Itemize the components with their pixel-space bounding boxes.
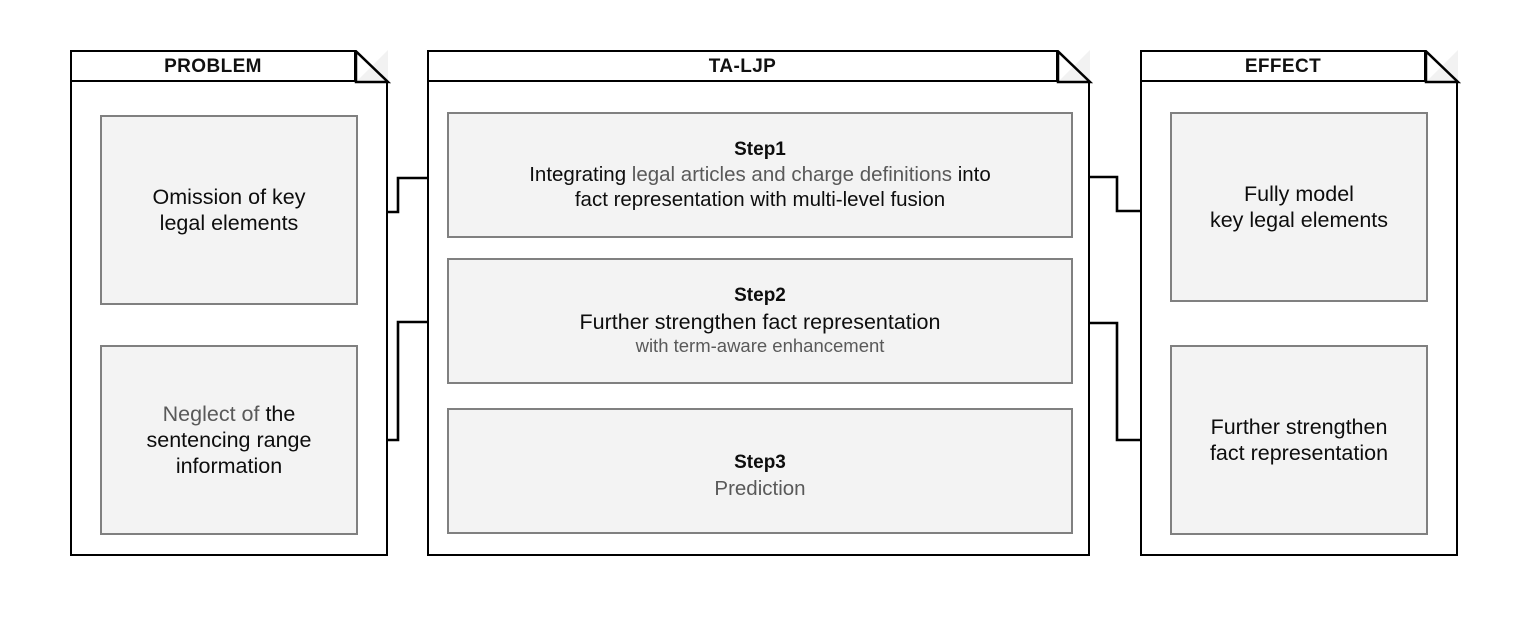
panel-taljp-header: TA-LJP [427, 50, 1058, 82]
panel-taljp-title: TA-LJP [708, 55, 777, 77]
taljp-box-step3-line-1: Prediction [714, 476, 806, 500]
problem-box-neglect-line-1: Neglect of the [162, 401, 296, 426]
effect-box-further-strengthen-line-1: Further strengthen [1210, 414, 1388, 439]
panel-effect-title: EFFECT [1244, 55, 1322, 77]
problem-box-neglect-line-3: information [175, 454, 283, 479]
taljp-box-step2[interactable]: Step2 Further strengthen fact representa… [447, 258, 1073, 384]
panel-taljp: TA-LJP Step1 Integrating legal articles … [427, 50, 1094, 556]
taljp-box-step2-line-2: with term-aware enhancement [635, 335, 885, 357]
effect-box-further-strengthen-line-2: fact representation [1209, 441, 1389, 465]
problem-box-omission-line-1: Omission of key [152, 184, 306, 209]
taljp-box-step3-heading: Step3 [734, 452, 786, 474]
page-fold-icon [1426, 50, 1458, 82]
effect-box-further-strengthen[interactable]: Further strengthen fact representation [1170, 345, 1428, 535]
taljp-box-step1[interactable]: Step1 Integrating legal articles and cha… [447, 112, 1073, 238]
taljp-box-step3[interactable]: Step3 Prediction [447, 408, 1073, 534]
panel-problem-header: PROBLEM [70, 50, 356, 82]
page-fold-icon [356, 50, 388, 82]
problem-box-neglect-line-2: sentencing range [146, 427, 312, 452]
problem-box-omission-line-2: legal elements [159, 211, 299, 235]
panel-effect: EFFECT Fully model key legal elements Fu… [1140, 50, 1462, 556]
page-fold-icon [1058, 50, 1090, 82]
problem-box-omission[interactable]: Omission of key legal elements [100, 115, 358, 305]
effect-box-fully-model[interactable]: Fully model key legal elements [1170, 112, 1428, 302]
effect-box-fully-model-line-1: Fully model [1244, 181, 1354, 206]
panel-problem-title: PROBLEM [164, 55, 262, 77]
panel-effect-header: EFFECT [1140, 50, 1426, 82]
taljp-box-step2-line-1: Further strengthen fact representation [579, 309, 941, 334]
taljp-box-step2-heading: Step2 [734, 285, 786, 307]
effect-box-fully-model-line-2: key legal elements [1209, 208, 1389, 232]
problem-box-neglect[interactable]: Neglect of the sentencing range informat… [100, 345, 358, 535]
panel-problem: PROBLEM Omission of key legal elements N… [70, 50, 392, 556]
taljp-box-step1-line-1: Integrating legal articles and charge de… [529, 163, 991, 187]
taljp-box-step1-heading: Step1 [734, 138, 786, 160]
taljp-box-step1-line-2: fact representation with multi-level fus… [574, 188, 946, 212]
